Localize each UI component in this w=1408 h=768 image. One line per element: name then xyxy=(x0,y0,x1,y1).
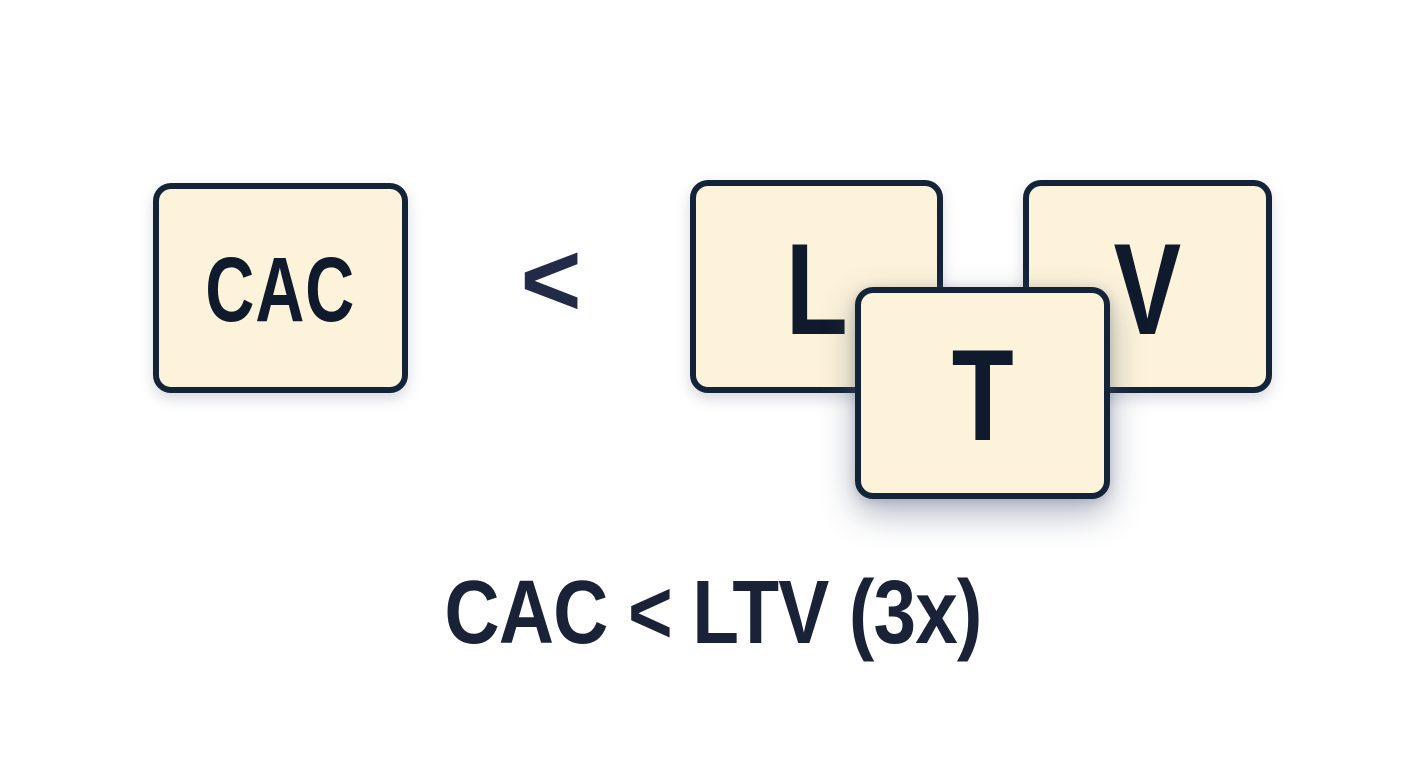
cac-tile: CAC xyxy=(153,183,408,393)
caption-row: CAC < LTV (3x) xyxy=(0,568,1408,658)
caption-text: CAC < LTV (3x) xyxy=(444,563,982,663)
ltv-tile-l-label: L xyxy=(785,215,848,362)
cac-tile-label: CAC xyxy=(205,239,356,341)
ltv-tile-l: L xyxy=(690,180,943,393)
ltv-tile-t: T xyxy=(855,287,1110,499)
ltv-tile-v-label: V xyxy=(1113,215,1182,362)
less-than-symbol: < xyxy=(520,221,582,339)
ltv-tile-t-label: T xyxy=(951,322,1014,468)
ltv-tile-v: V xyxy=(1023,180,1272,393)
